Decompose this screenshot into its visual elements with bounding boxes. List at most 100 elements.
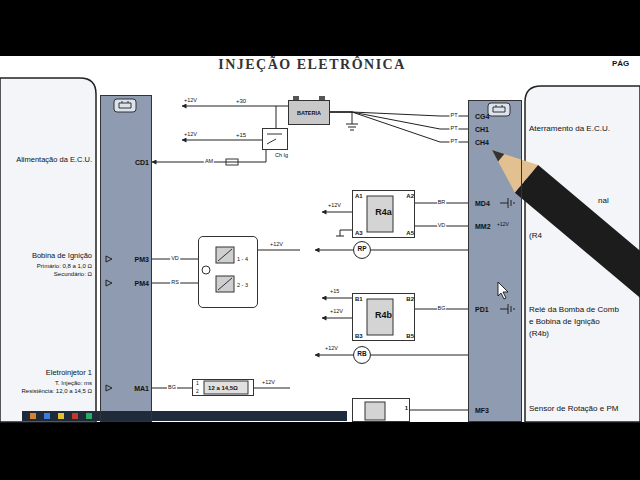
annotation-label: +12V — [184, 132, 197, 138]
coil-terminal-label: 1 - 4 — [237, 257, 248, 263]
pin-label: MF3 — [475, 407, 489, 414]
pin-label: CH1 — [475, 126, 489, 133]
coil-winding — [218, 278, 232, 290]
taskbar-icon — [72, 413, 78, 419]
pin-label: CG4 — [475, 113, 489, 120]
reference-arrow — [315, 355, 353, 356]
wire-color-label: VD — [170, 256, 180, 262]
wire — [371, 250, 468, 251]
reference-circle: RP — [353, 241, 371, 259]
switch-label: Ch Ig — [275, 153, 288, 159]
annotation-label: Relé da Bomba de Comb — [529, 306, 619, 314]
annotation-label: (R4b) — [529, 330, 549, 338]
annotation-label: +12V — [497, 222, 509, 227]
wire — [330, 112, 468, 142]
pencil-lead — [492, 150, 504, 161]
wire-color-label: RS — [170, 280, 180, 286]
annotation-label: Sensor de Rotação e PM — [529, 405, 618, 413]
wire — [330, 112, 468, 116]
annotation-label: +12V — [325, 346, 338, 352]
wire — [330, 112, 468, 129]
relay-pin-label: R4a — [375, 208, 392, 217]
annotation-label: +15 — [236, 132, 246, 138]
relay-pin-label: B2 — [406, 296, 414, 302]
relay-core — [365, 402, 385, 420]
pin-label: CD1 — [135, 159, 149, 166]
annotation-label: +12V — [270, 242, 283, 248]
relay-pin-label: 1 — [405, 405, 408, 411]
ecu-connector-bar: CG4CH1CH4MD4MM2PD1MF3 — [468, 100, 522, 422]
annotation-label: Primário: 0,8 a 1,0 Ω — [37, 263, 92, 269]
coil-winding — [216, 276, 234, 292]
supply-line — [322, 298, 352, 299]
battery-label: BATERIA — [297, 111, 321, 117]
annotation-label: Aterramento da E.C.U. — [529, 125, 610, 133]
annotation-label: PÁG — [612, 60, 629, 68]
pin-label: CH4 — [475, 139, 489, 146]
annotation-label: +12V — [328, 203, 341, 209]
ignition-switch: Ch Ig — [262, 128, 288, 150]
wire — [276, 106, 288, 128]
ecu-icon — [488, 103, 510, 116]
taskbar-icon — [44, 413, 50, 419]
battery-box: BATERIA — [288, 100, 330, 125]
injector-label: 2 — [196, 389, 199, 394]
coil-winding — [216, 247, 234, 263]
annotation-label: nal — [598, 197, 609, 205]
pin-label: PM3 — [135, 256, 149, 263]
ignition-coil: 1 - 4 2 - 3 — [198, 236, 258, 308]
annotation-label: e Bobina de Ignição — [529, 318, 600, 326]
pin-marker — [106, 385, 112, 391]
diagram-title: INJEÇÃO ELETRÔNICA — [218, 58, 406, 72]
coil-winding — [218, 249, 232, 261]
wire-color-label: PT — [449, 126, 458, 132]
annotation-label: +30 — [236, 98, 246, 104]
relay-core — [367, 299, 393, 335]
wire-color-label: AM — [204, 159, 214, 165]
annotation-label: Secundário: Ω — [54, 271, 92, 277]
wire-color-label: BR — [437, 200, 447, 206]
ecu-icon — [119, 101, 131, 108]
ground-symbol — [336, 230, 352, 236]
relay-pin-label: B1 — [355, 296, 363, 302]
annotation-label: Alimentação da E.C.U. — [16, 156, 92, 164]
taskbar-icon — [86, 413, 92, 419]
relay-pin-label: A1 — [355, 193, 363, 199]
supply-line — [254, 388, 290, 389]
screen-background — [0, 56, 640, 422]
injector-box: 1 2 12 a 14,5Ω — [192, 379, 254, 396]
injector-label: 12 a 14,5Ω — [208, 385, 238, 391]
relay-pin-label: B5 — [406, 333, 414, 339]
coil-terminal-label: 2 - 3 — [237, 283, 248, 289]
annotation-label: +12V — [330, 309, 343, 315]
annotation-label: (R4 — [529, 232, 542, 240]
wire-color-label: PT — [449, 113, 458, 119]
supply-line — [182, 106, 276, 107]
pin-marker — [106, 280, 112, 286]
relay-box: R4bB1B2B3B5 — [352, 293, 415, 341]
injector-label: 1 — [196, 381, 199, 386]
ground-symbol — [500, 198, 514, 208]
pin-marker — [106, 256, 112, 262]
relay-pin-label: A5 — [406, 230, 414, 236]
taskbar-icon — [58, 413, 64, 419]
injector-body — [204, 381, 248, 394]
relay-pin-label: B3 — [355, 333, 363, 339]
relay-core — [367, 196, 393, 232]
relay-box: 1 — [352, 398, 410, 422]
ecu-icon — [114, 99, 136, 112]
pin-label: MM2 — [475, 223, 491, 230]
switch-symbol — [267, 134, 282, 144]
ecu-connector-bar: CD1PM3PM4MA1 — [100, 95, 152, 422]
annotation-label: +12V — [262, 380, 275, 386]
annotation-label: Bobina de Ignição — [32, 252, 92, 260]
coil-terminal — [202, 266, 210, 274]
reference-arrow — [315, 250, 353, 251]
taskbar — [22, 411, 347, 421]
ecu-bar-fill — [100, 95, 152, 422]
wire-color-label: VD — [437, 223, 447, 229]
ground-symbol — [346, 112, 358, 130]
supply-line — [322, 318, 352, 319]
reference-tag: RP — [357, 246, 366, 253]
